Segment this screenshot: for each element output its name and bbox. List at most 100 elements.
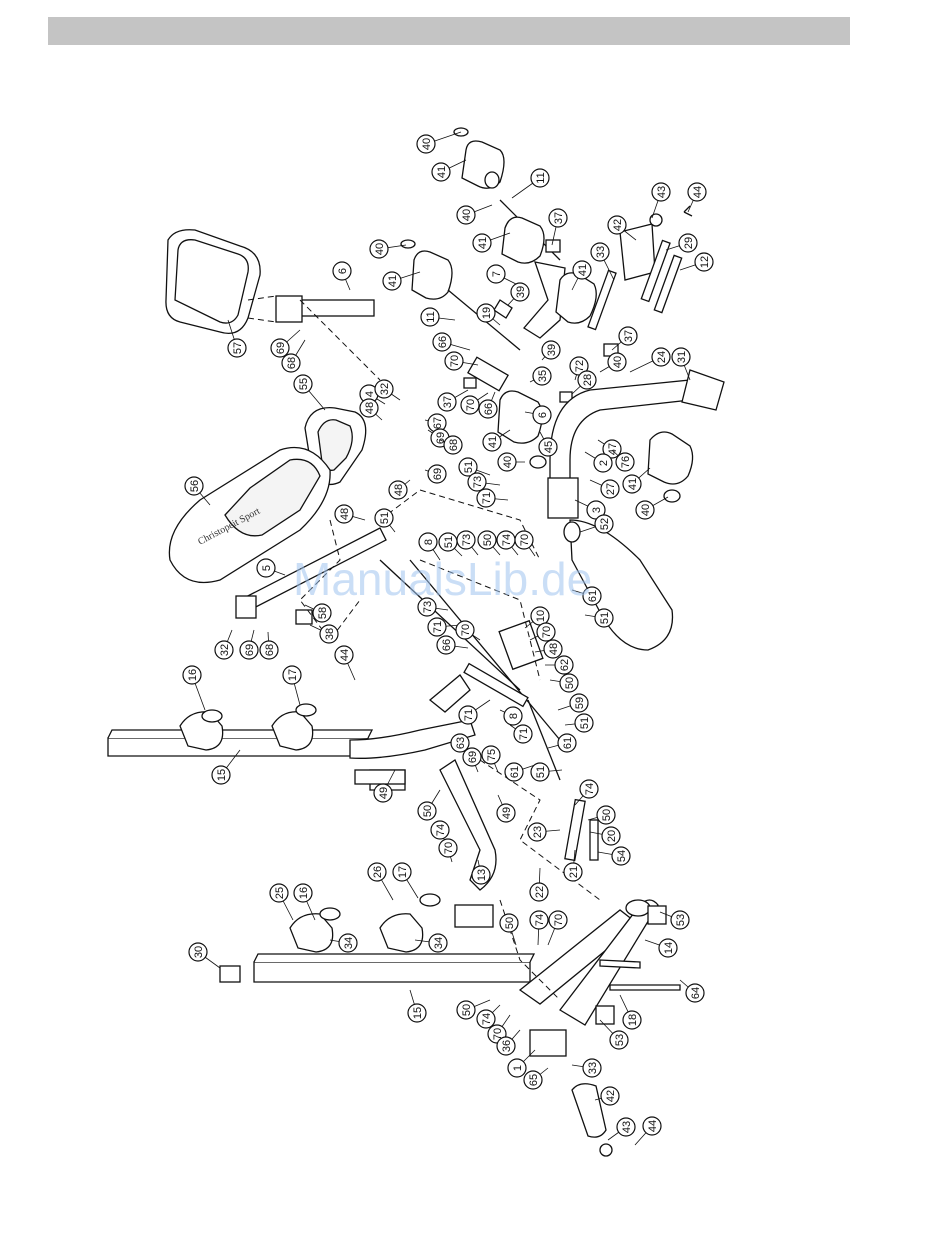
callout-circle xyxy=(538,437,558,457)
callout-label: 30 xyxy=(193,946,205,958)
callout-2: 2 xyxy=(584,451,613,473)
callout-circle xyxy=(417,801,437,821)
callout-label: 10 xyxy=(535,610,547,622)
callout-circle xyxy=(530,762,550,782)
callout-circle xyxy=(432,332,452,352)
callout-label: 51 xyxy=(379,512,391,524)
callout-54: 54 xyxy=(597,846,631,866)
callout-circle xyxy=(530,168,550,188)
callout-label: 15 xyxy=(216,769,228,781)
callout-70: 70 xyxy=(455,620,481,641)
callout-41: 41 xyxy=(482,429,511,452)
callout-circle xyxy=(184,476,204,496)
callout-label: 35 xyxy=(537,370,549,382)
callout-label: 62 xyxy=(559,659,571,671)
callout-circle xyxy=(510,282,530,302)
callout-label: 70 xyxy=(449,355,461,367)
callout-62: 62 xyxy=(545,655,574,675)
upright-frame-15-upper xyxy=(107,703,374,757)
callout-label: 2 xyxy=(598,460,610,466)
callout-70: 70 xyxy=(487,1014,511,1044)
callout-48: 48 xyxy=(334,504,366,524)
callout-label: 8 xyxy=(423,539,435,545)
callout-circle xyxy=(514,530,534,550)
callout-circle xyxy=(579,779,599,799)
callout-76: 76 xyxy=(611,449,635,472)
callout-circle xyxy=(574,713,594,733)
callout-circle xyxy=(642,1116,662,1136)
callout-circle xyxy=(476,1009,496,1029)
callout-label: 23 xyxy=(532,826,544,838)
callout-circle xyxy=(334,645,354,665)
callout-label: 42 xyxy=(605,1090,617,1102)
callout-69: 69 xyxy=(239,629,259,660)
callout-10: 10 xyxy=(524,606,550,629)
callout-label: 68 xyxy=(286,357,298,369)
callout-circle xyxy=(590,242,610,262)
callout-1: 1 xyxy=(507,1049,536,1078)
callout-label: 41 xyxy=(577,264,589,276)
callout-25: 25 xyxy=(269,883,294,921)
callout-label: 48 xyxy=(339,508,351,520)
callout-circle xyxy=(282,665,302,685)
callout-circle xyxy=(416,134,436,154)
callout-55: 55 xyxy=(293,374,326,411)
callout-circle xyxy=(467,472,487,492)
callout-label: 68 xyxy=(264,644,276,656)
callout-label: 39 xyxy=(515,286,527,298)
callout-label: 41 xyxy=(477,237,489,249)
callout-label: 65 xyxy=(528,1074,540,1086)
callout-circle xyxy=(392,862,412,882)
callout-label: 40 xyxy=(461,209,473,221)
back-pad-57 xyxy=(165,229,261,335)
callout-15: 15 xyxy=(407,989,427,1023)
callout-label: 37 xyxy=(553,212,565,224)
callout-label: 75 xyxy=(486,749,498,761)
callout-51: 51 xyxy=(530,762,563,782)
callout-label: 7 xyxy=(491,271,503,277)
callout-circle xyxy=(594,608,614,628)
callout-44: 44 xyxy=(334,645,356,681)
callout-label: 76 xyxy=(620,456,632,468)
callout-63: 63 xyxy=(450,733,471,761)
callout-label: 69 xyxy=(244,644,256,656)
callout-66: 66 xyxy=(436,635,469,655)
callout-circle xyxy=(438,838,458,858)
callout-circle xyxy=(188,942,208,962)
callout-label: 40 xyxy=(502,456,514,468)
callout-circle xyxy=(611,846,631,866)
callout-circle xyxy=(582,1058,602,1078)
callout-11: 11 xyxy=(511,168,550,199)
callout-label: 69 xyxy=(432,468,444,480)
callout-circle xyxy=(527,822,547,842)
callout-16: 16 xyxy=(182,665,206,711)
callout-circle xyxy=(607,215,627,235)
callout-21: 21 xyxy=(563,849,583,882)
callout-label: 34 xyxy=(343,937,355,949)
callout-6: 6 xyxy=(332,261,352,291)
callout-circle xyxy=(529,882,549,902)
callout-44: 44 xyxy=(687,182,707,213)
callout-label: 48 xyxy=(548,643,560,655)
callout-51: 51 xyxy=(584,608,614,628)
callout-label: 71 xyxy=(463,709,475,721)
callout-label: 64 xyxy=(690,987,702,999)
callout-40: 40 xyxy=(369,239,407,259)
callout-circle xyxy=(694,252,714,272)
callout-39: 39 xyxy=(541,340,561,361)
callout-label: 74 xyxy=(501,534,513,546)
callout-label: 31 xyxy=(676,351,688,363)
seat-rail-5 xyxy=(235,519,387,641)
callout-circle xyxy=(269,883,289,903)
callout-circle xyxy=(618,326,638,346)
callout-circle xyxy=(437,392,457,412)
callout-label: 73 xyxy=(461,534,473,546)
callout-label: 61 xyxy=(509,766,521,778)
callout-label: 70 xyxy=(492,1028,504,1040)
callout-label: 25 xyxy=(274,887,286,899)
callout-40: 40 xyxy=(599,352,627,373)
callout-circle xyxy=(367,862,387,882)
callout-51: 51 xyxy=(374,508,396,533)
callout-37: 37 xyxy=(611,326,638,351)
callout-circle xyxy=(319,624,339,644)
